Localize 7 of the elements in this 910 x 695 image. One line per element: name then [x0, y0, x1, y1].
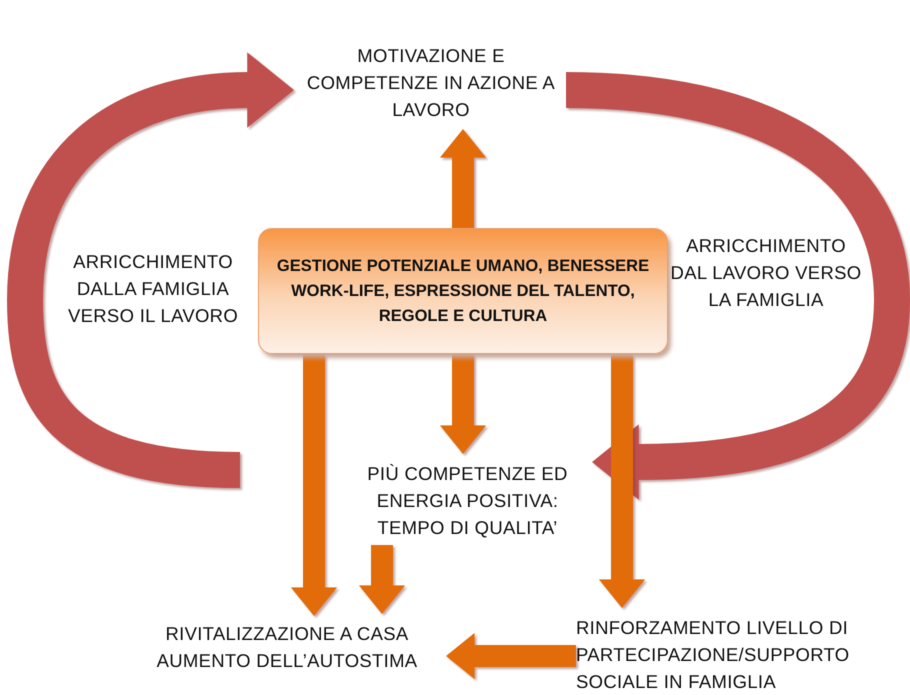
node-label: ARRICCHIMENTO DALLA FAMIGLIA VERSO IL LAVORO: [48, 248, 258, 329]
node-label: ARRICCHIMENTO DAL LAVORO VERSO LA FAMIGLIA: [666, 232, 866, 313]
node-label: RINFORZAMENTO LIVELLO DI PARTECIPAZIONE/SUPPORTO SOCIALE IN FAMIGLIA: [576, 614, 910, 695]
node-label: PIÙ COMPETENZE ED ENERGIA POSITIVA: TEMPO DI QUALITA’: [345, 460, 590, 541]
node-label: MOTIVAZIONE E COMPETENZE IN AZIONE A LAVORO: [296, 42, 566, 123]
process-box: GESTIONE POTENZIALE UMANO, BENESSERE WORK-LIFE, ESPRESSIONE DEL TALENTO, REGOLE E CULTURA: [258, 228, 668, 354]
node-label: RIVITALIZZAZIONE A CASA AUMENTO DELL’AUTOSTIMA: [128, 620, 446, 674]
